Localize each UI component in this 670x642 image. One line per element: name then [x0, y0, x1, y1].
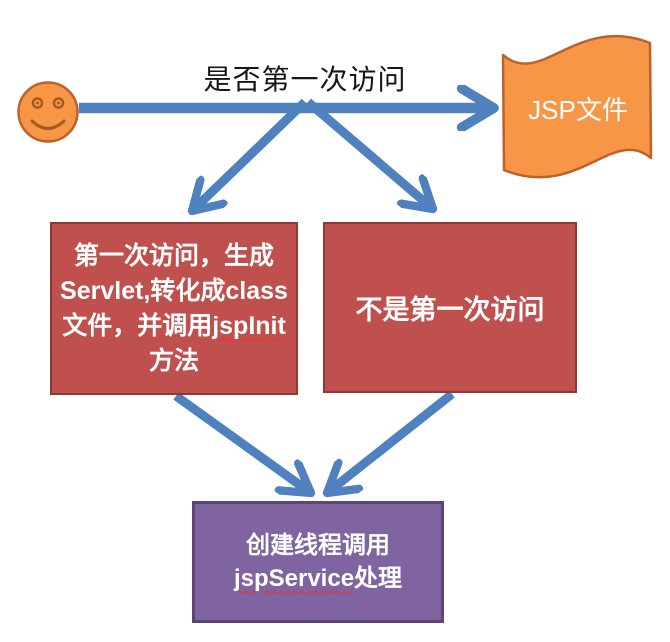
smiley-smile	[30, 119, 66, 130]
jsp-file-label: JSP文件	[528, 95, 628, 125]
jsp-file-flag-shape	[501, 35, 653, 179]
arrow-decision-to-not-first-visit	[305, 98, 433, 209]
arrow-not-first-visit-to-service	[327, 390, 455, 493]
first-visit-line-3: 文件，并调用jspInit	[62, 311, 286, 340]
not-first-visit-box: 不是第一次访问	[323, 222, 577, 393]
spellchecked-word-jspinit: jspInit	[212, 311, 286, 340]
smiley-left-eye	[31, 97, 44, 109]
first-visit-line-2: Servlet,转化成class	[60, 276, 288, 305]
arrow-first-visit-to-service	[173, 392, 311, 493]
spellchecked-word-jspservice: jspService	[233, 565, 355, 592]
arrow-decision-to-first-visit	[192, 98, 309, 211]
first-visit-line-4: 方法	[148, 346, 199, 375]
service-line-2: jspService处理	[233, 565, 403, 592]
first-visit-line-1: 第一次访问，生成	[73, 241, 274, 270]
not-first-visit-label: 不是第一次访问	[355, 295, 545, 325]
first-visit-box: 第一次访问，生成 Servlet,转化成class 文件，并调用jspInit …	[50, 222, 298, 395]
service-box: 创建线程调用 jspService处理	[192, 501, 444, 623]
decision-label: 是否第一次访问	[203, 65, 407, 96]
smiley-face-icon	[17, 81, 79, 143]
service-line-1: 创建线程调用	[246, 532, 390, 559]
smiley-right-eye	[52, 97, 65, 109]
